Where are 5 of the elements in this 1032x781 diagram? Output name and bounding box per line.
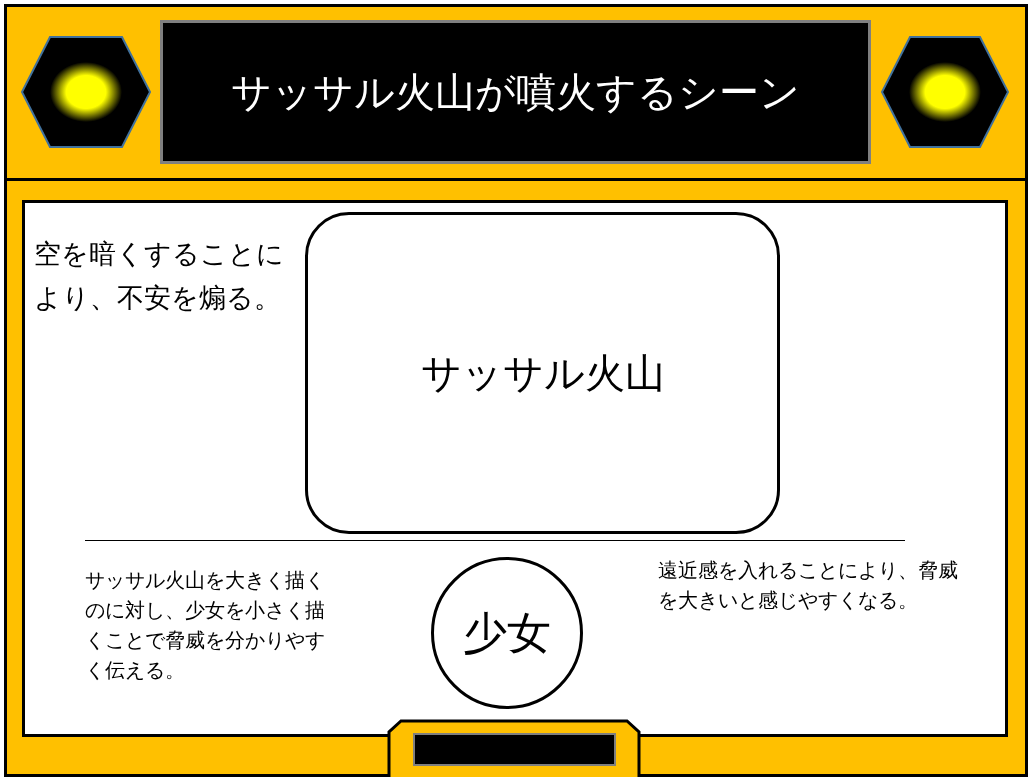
volcano-box: サッサル火山 — [305, 212, 780, 534]
note-text: 遠近感を入れることにより、脅威を大きいと感じやすくなる。 — [658, 557, 959, 614]
note-text: サッサル火山を大きく描くのに対し、少女を小さく描くことで脅威を分かりやすく伝える。 — [85, 567, 326, 684]
note-text: 空を暗くすることにより、不安を煽る。 — [34, 237, 284, 315]
title-box: サッサル火山が噴火するシーン — [160, 20, 871, 164]
